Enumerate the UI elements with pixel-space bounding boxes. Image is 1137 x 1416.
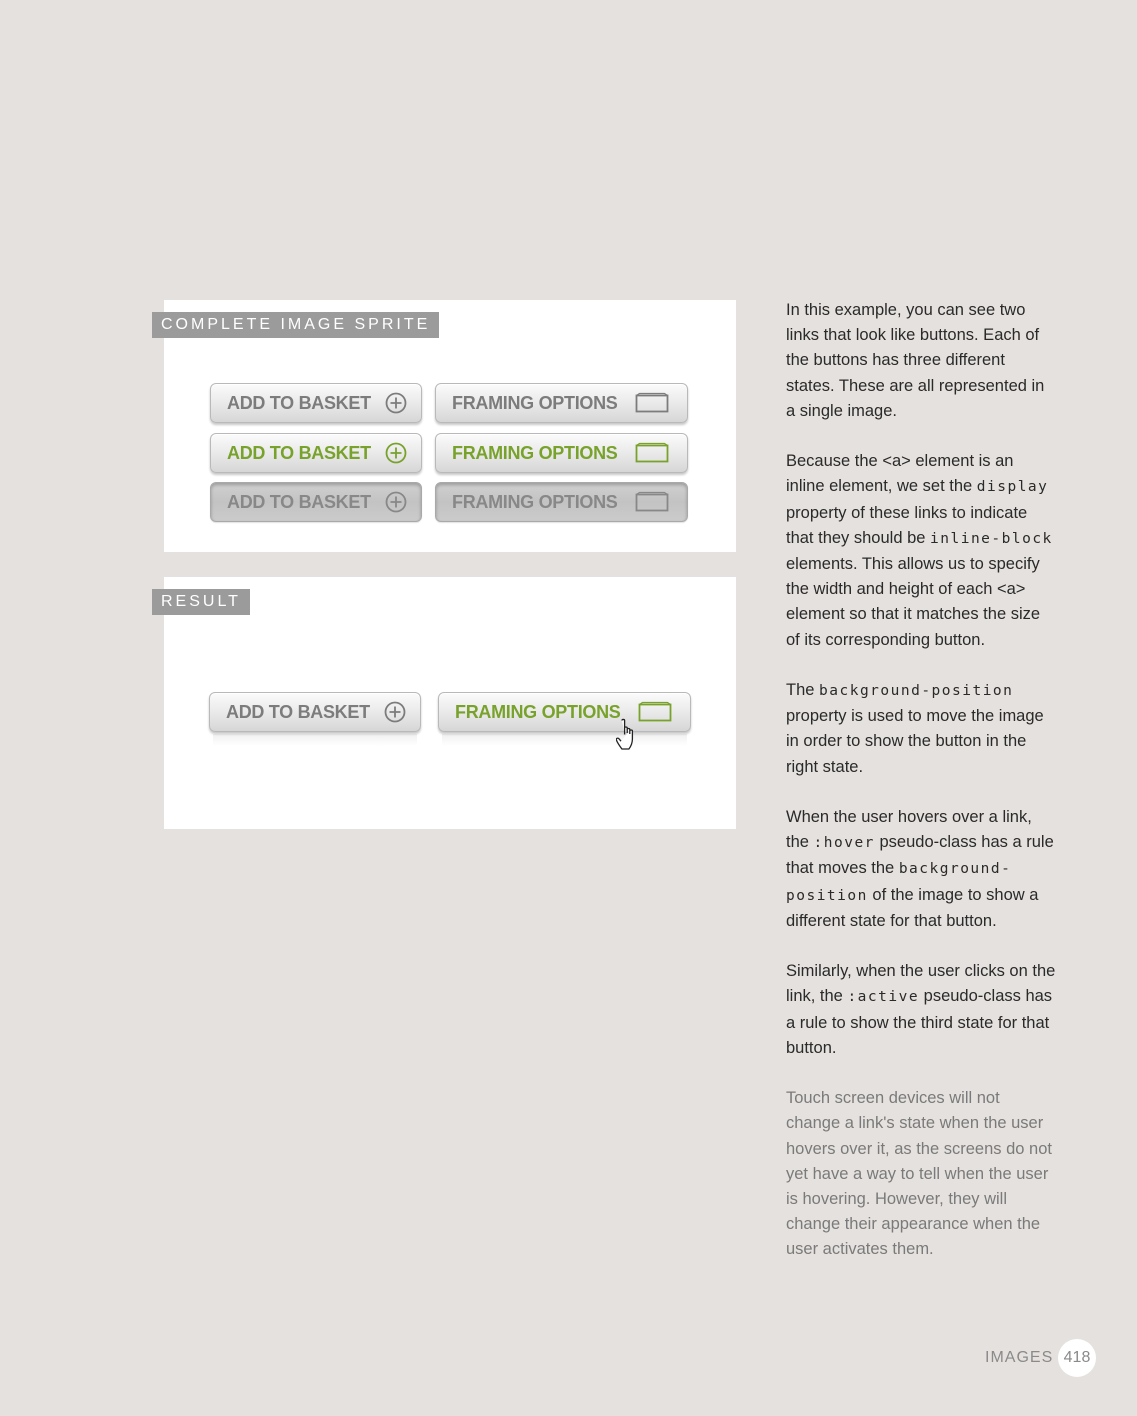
text-run: property of these links to indicate that… [786, 503, 1028, 547]
code-term: :active [847, 989, 920, 1006]
plus-circle-icon [385, 442, 407, 464]
add-to-basket-button-hover: ADD TO BASKET [210, 433, 422, 473]
framing-options-button[interactable]: FRAMING OPTIONS [438, 692, 691, 732]
body-paragraph: In this example, you can see two links t… [786, 301, 1045, 420]
text-run: Because the <a> element is an inline ele… [786, 452, 1014, 496]
text-run: The [786, 681, 820, 700]
body-text: In this example, you can see two links t… [786, 298, 1056, 1288]
button-reflection [213, 734, 417, 746]
code-term: background-position [786, 861, 1012, 904]
page-number: 418 [1058, 1339, 1096, 1377]
text-run: property is used to move the image in or… [786, 707, 1044, 776]
frame-icon [638, 701, 672, 722]
framing-options-button-active: FRAMING OPTIONS [435, 482, 688, 522]
body-paragraph: Because the <a> element is an inline ele… [786, 449, 1056, 653]
frame-icon [635, 491, 669, 512]
text-run: pseudo-class has a rule to show the thir… [786, 987, 1053, 1057]
plus-circle-icon [385, 491, 407, 513]
text-run: of the image to show a different state f… [786, 885, 1039, 930]
note-paragraph: Touch screen devices will not change a l… [786, 1089, 1052, 1259]
body-paragraph: When the user hovers over a link, the :h… [786, 805, 1056, 934]
text-run: elements. This allows us to specify the … [786, 555, 1041, 649]
text-run: Similarly, when the user clicks on the l… [786, 962, 1056, 1006]
framing-options-button-normal: FRAMING OPTIONS [435, 383, 688, 423]
add-to-basket-button[interactable]: ADD TO BASKET [209, 692, 421, 732]
button-label: FRAMING OPTIONS [452, 491, 618, 512]
body-paragraph: The background-position property is used… [786, 678, 1056, 780]
hand-pointer-cursor-icon [616, 718, 634, 750]
text-run: pseudo-class has a rule that moves the [786, 833, 1054, 878]
button-label: ADD TO BASKET [227, 392, 371, 413]
frame-icon [635, 392, 669, 413]
code-term: inline-block [930, 530, 1053, 547]
result-section-label: RESULT [152, 589, 250, 615]
code-term: :hover [813, 835, 875, 852]
framing-options-button-hover: FRAMING OPTIONS [435, 433, 688, 473]
add-to-basket-button-active: ADD TO BASKET [210, 482, 422, 522]
sprite-section-label: COMPLETE IMAGE SPRITE [152, 312, 440, 338]
add-to-basket-button-normal: ADD TO BASKET [210, 383, 422, 423]
body-paragraph: Similarly, when the user clicks on the l… [786, 959, 1056, 1061]
plus-circle-icon [385, 392, 407, 414]
section-name: IMAGES [985, 1349, 1054, 1366]
code-term: background-position [819, 683, 1014, 700]
button-label: ADD TO BASKET [226, 701, 370, 722]
button-label: FRAMING OPTIONS [452, 442, 618, 463]
button-label: ADD TO BASKET [227, 442, 371, 463]
button-label: ADD TO BASKET [227, 491, 371, 512]
text-run: When the user hovers over a link, the [786, 808, 1032, 852]
button-label: FRAMING OPTIONS [452, 392, 618, 413]
plus-circle-icon [384, 701, 406, 723]
button-label: FRAMING OPTIONS [455, 701, 621, 722]
frame-icon [635, 442, 669, 463]
button-reflection [442, 734, 687, 746]
code-term: display [976, 479, 1049, 496]
